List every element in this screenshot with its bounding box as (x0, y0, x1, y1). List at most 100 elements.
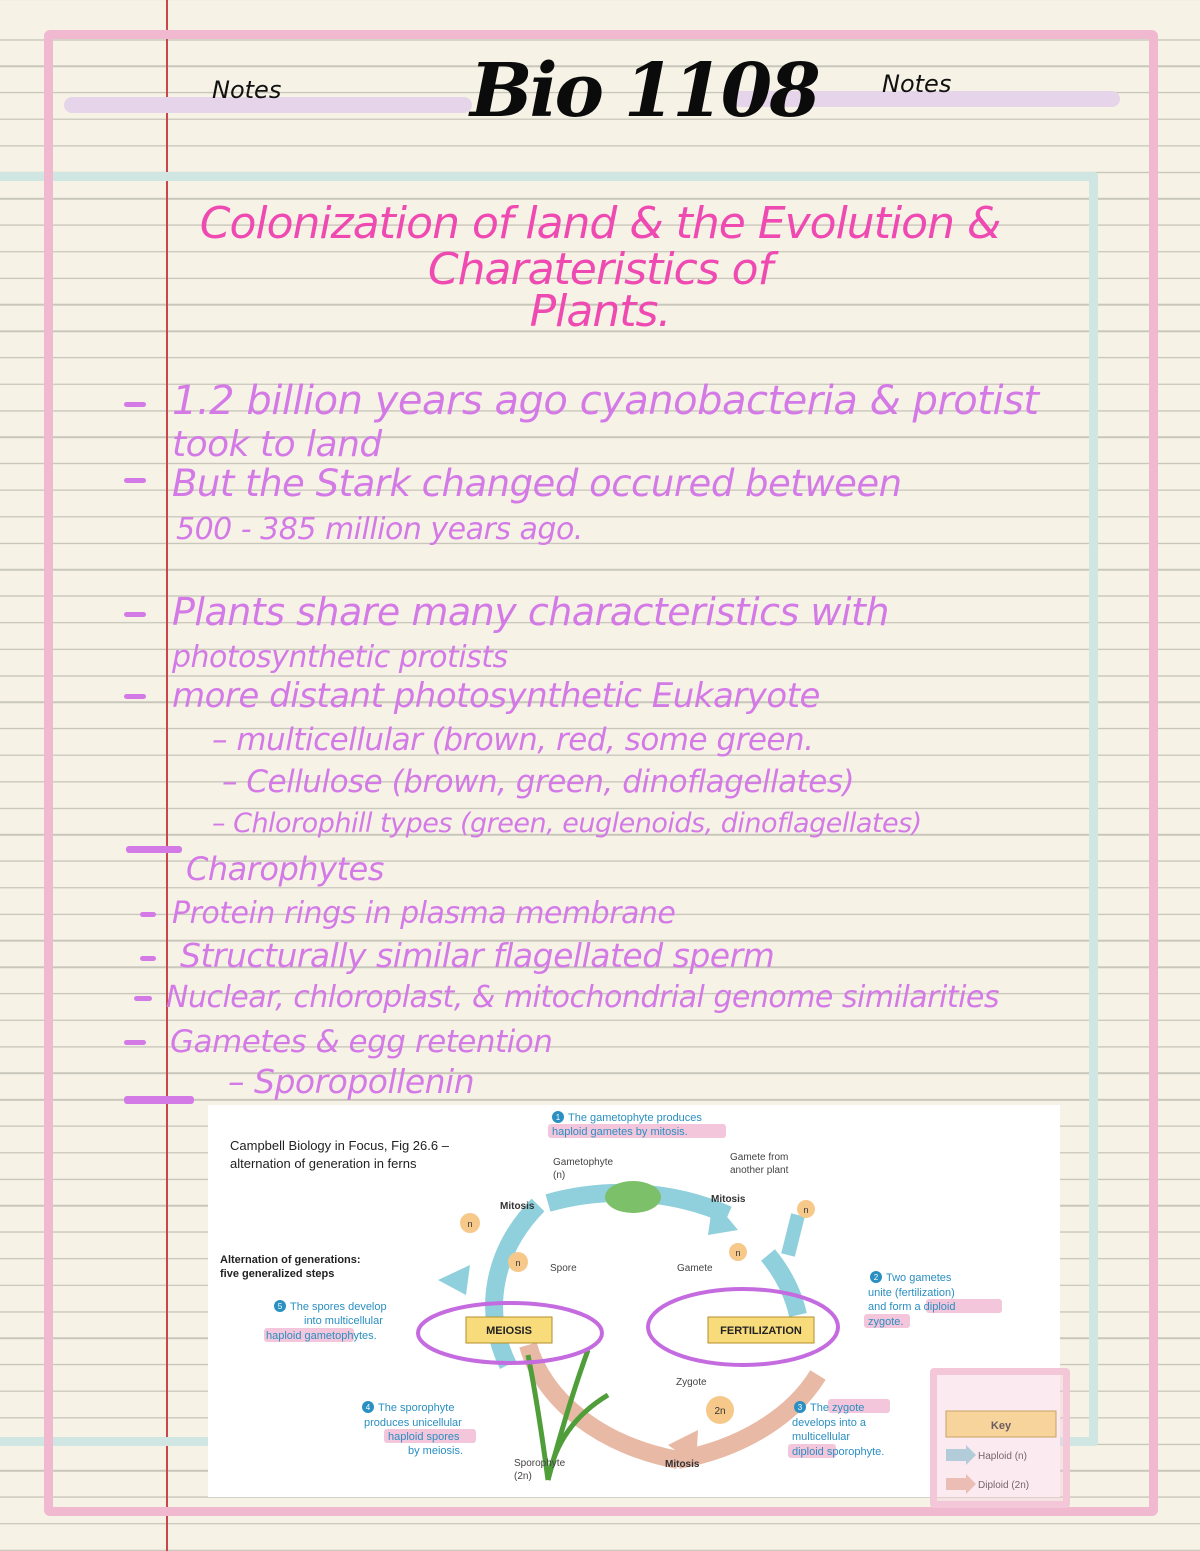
step5-text: haploid gametophytes. (266, 1330, 377, 1342)
step4-text: haploid spores (388, 1431, 460, 1443)
figure-subtitle: five generalized steps (220, 1268, 334, 1280)
note-subline-text: multicellular (brown, red, some green. (236, 722, 814, 758)
mitosis-label: Mitosis (500, 1201, 535, 1212)
header-highlight-right (732, 91, 1120, 107)
fern-life-cycle-figure: n n n n 2n Campbell Biology in Focus, Fi… (208, 1105, 1060, 1497)
bullet-dash (124, 402, 146, 407)
step1-text: haploid gametes by mitosis. (552, 1126, 688, 1138)
bullet-dash (140, 956, 156, 961)
arrowhead (668, 1430, 698, 1465)
step3-text: The zygote (810, 1402, 864, 1414)
note-line: Plants share many characteristics with (172, 590, 890, 634)
heading-line-3: Plants. (529, 286, 672, 337)
diploid-arrow (676, 1370, 826, 1469)
svg-text:1: 1 (556, 1113, 561, 1122)
note-subline-text: Sporopollenin (254, 1062, 475, 1101)
heading-line-2: Charateristics of (427, 244, 773, 295)
svg-text:2n: 2n (714, 1406, 725, 1417)
zygote-label: Zygote (676, 1377, 707, 1388)
svg-text:4: 4 (366, 1403, 371, 1412)
pink-frame (44, 30, 1158, 1516)
gametophyte-ploidy: (n) (553, 1170, 565, 1181)
margin-line (166, 0, 168, 1551)
annotation-highlight (926, 1299, 1002, 1313)
note-line: Protein rings in plasma membrane (172, 896, 676, 931)
note-line: 500 - 385 million years ago. (176, 512, 583, 547)
meiosis-box (465, 1316, 553, 1344)
svg-text:3: 3 (798, 1403, 803, 1412)
gamete-from-label: another plant (730, 1165, 789, 1176)
mitosis-label: Mitosis (711, 1194, 746, 1205)
step-number-5 (274, 1300, 286, 1312)
notes-label-left: Notes (212, 76, 282, 104)
step2-text: unite (fertilization) (868, 1287, 955, 1299)
sporophyte-label: Sporophyte (514, 1458, 566, 1469)
spore-cell: n (508, 1252, 528, 1272)
note-line: 1.2 billion years ago cyanobacteria & pr… (172, 378, 1039, 424)
heading-line-1: Colonization of land & the Evolution & (199, 198, 1002, 249)
step2-text: and form a diploid (868, 1301, 955, 1313)
bullet-dash (124, 694, 146, 699)
note-subline: – multicellular (brown, red, some green. (212, 722, 814, 758)
svg-text:n: n (735, 1248, 740, 1258)
svg-text:n: n (803, 1205, 808, 1215)
arrowhead (438, 1265, 470, 1295)
step3-text: multicellular (792, 1431, 850, 1443)
mitosis-label: Mitosis (665, 1459, 700, 1470)
note-line: Gametes & egg retention (170, 1024, 553, 1060)
step3-text: develops into a (792, 1417, 867, 1429)
haploid-arrow (760, 1249, 807, 1318)
note-line: took to land (172, 424, 382, 465)
gamete-from-label: Gamete from (730, 1152, 788, 1163)
fertilization-label: FERTILIZATION (720, 1325, 802, 1337)
bullet-dash (126, 846, 182, 853)
note-subline-text: Cellulose (brown, green, dinoflagellates… (246, 764, 855, 800)
step-number-3 (794, 1401, 806, 1413)
bullet-dash (140, 912, 156, 917)
step1-text: The gametophyte produces (568, 1112, 702, 1124)
svg-text:n: n (467, 1219, 472, 1229)
fern-sporophyte-drawing (525, 1349, 610, 1481)
key-title: Key (991, 1420, 1012, 1432)
gamete-label: Gamete (677, 1263, 713, 1274)
note-subline: – Chlorophill types (green, euglenoids, … (212, 808, 922, 839)
haploid-arrow (781, 1213, 805, 1257)
svg-text:5: 5 (278, 1302, 283, 1311)
step5-text: into multicellular (304, 1315, 383, 1327)
svg-text:2: 2 (874, 1273, 879, 1282)
step2-text: Two gametes (886, 1272, 952, 1284)
step4-text: The sporophyte (378, 1402, 454, 1414)
haploid-cell: n (460, 1213, 480, 1233)
gamete-cell: n (729, 1243, 747, 1261)
gametophyte-shape (605, 1181, 661, 1213)
fertilization-box (707, 1316, 815, 1344)
key-diploid: Diploid (2n) (978, 1480, 1029, 1491)
key-haploid: Haploid (n) (978, 1451, 1027, 1462)
note-line: more distant photosynthetic Eukaryote (172, 676, 820, 716)
note-subline: – Cellulose (brown, green, dinoflagellat… (222, 764, 855, 800)
note-line: photosynthetic protists (172, 640, 508, 675)
diploid-key-arrow (946, 1474, 976, 1494)
key-highlight-box (930, 1368, 1070, 1508)
step4-text: by meiosis. (408, 1445, 463, 1457)
page-title: Bio 1108 (470, 48, 821, 134)
note-line: Nuclear, chloroplast, & mitochondrial ge… (166, 980, 1000, 1015)
annotation-highlight (864, 1314, 910, 1328)
fertilization-annotation-circle (646, 1287, 840, 1367)
annotation-highlight (384, 1429, 476, 1443)
annotation-highlight (548, 1124, 726, 1138)
notes-label-right: Notes (882, 70, 952, 98)
note-line: Structurally similar flagellated sperm (180, 936, 775, 975)
note-line: But the Stark changed occured between (172, 462, 902, 505)
bullet-dash (124, 612, 146, 617)
diploid-arrow (519, 1342, 680, 1469)
note-line: Charophytes (186, 850, 384, 888)
figure-subtitle: Alternation of generations: (220, 1254, 361, 1266)
step4-text: produces unicellular (364, 1417, 462, 1429)
bullet-dash (124, 1040, 146, 1045)
meiosis-annotation-circle (416, 1301, 604, 1365)
note-subline: – Sporopollenin (228, 1062, 475, 1101)
step-number-2 (870, 1271, 882, 1283)
step2-text: zygote. (868, 1316, 903, 1328)
sporophyte-ploidy: (2n) (514, 1471, 532, 1482)
